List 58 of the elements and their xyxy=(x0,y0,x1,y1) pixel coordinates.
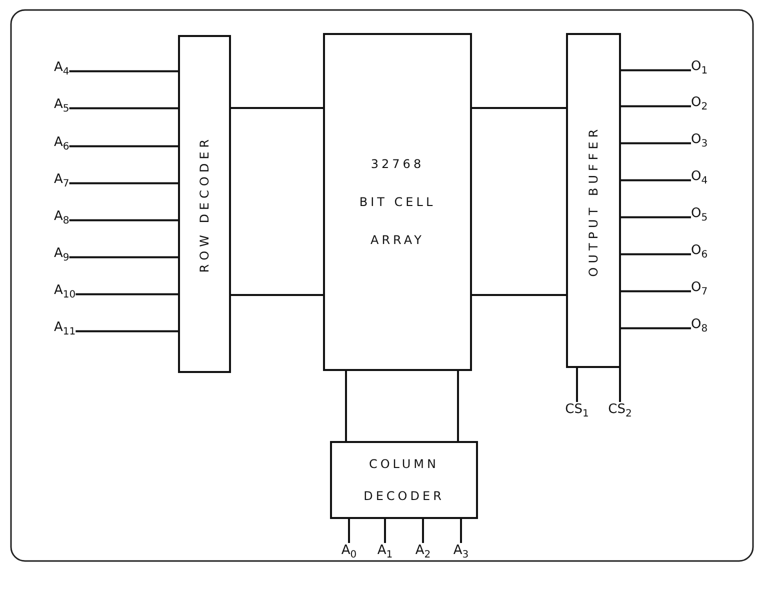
signal-label: A$_{11}$ xyxy=(54,320,76,341)
connection-line xyxy=(621,179,691,182)
connection-line xyxy=(576,368,578,402)
connection-line xyxy=(621,105,691,108)
signal-label: A$_{8}$ xyxy=(54,209,70,230)
connection-line xyxy=(460,519,462,543)
connection-line xyxy=(231,107,323,109)
signal-label: O$_{1}$ xyxy=(691,59,708,80)
connection-line xyxy=(472,107,566,109)
connection-line xyxy=(457,371,459,441)
connection-line xyxy=(69,182,178,184)
connection-line xyxy=(345,371,347,441)
block-label: 32768 BIT CELL ARRAY xyxy=(358,156,437,249)
decoder-block xyxy=(330,441,478,519)
signal-label: O$_{6}$ xyxy=(691,243,708,264)
signal-label: O$_{3}$ xyxy=(691,132,708,153)
signal-label: A$_{10}$ xyxy=(54,283,76,304)
block-label: ROW DECODER xyxy=(198,135,212,273)
decoder-block xyxy=(178,35,231,373)
connection-line xyxy=(69,70,178,72)
signal-label: O$_{7}$ xyxy=(691,280,708,301)
block-label: OUTPUT BUFFER xyxy=(586,124,600,276)
connection-line xyxy=(76,293,178,296)
connection-line xyxy=(422,519,424,543)
connection-line xyxy=(69,219,178,222)
connection-line xyxy=(69,256,178,258)
signal-label: A$_{3}$ xyxy=(453,543,469,564)
connection-line xyxy=(621,290,691,292)
connection-line xyxy=(69,107,178,110)
signal-label: CS$_{2}$ xyxy=(608,402,632,423)
block-label: COLUMN DECODER xyxy=(362,456,446,505)
connection-line xyxy=(621,253,691,256)
signal-label: A$_{7}$ xyxy=(54,172,70,193)
signal-label: A$_{4}$ xyxy=(54,60,70,81)
connection-line xyxy=(348,519,350,543)
connection-line xyxy=(621,142,691,144)
connection-line xyxy=(621,327,691,330)
signal-label: A$_{1}$ xyxy=(377,543,393,564)
connection-line xyxy=(231,294,323,296)
connection-line xyxy=(69,145,178,148)
signal-label: A$_{5}$ xyxy=(54,97,70,118)
connection-line xyxy=(472,294,566,296)
signal-label: O$_{5}$ xyxy=(691,206,708,227)
buffer-block xyxy=(566,33,621,368)
signal-label: A$_{6}$ xyxy=(54,135,70,156)
connection-line xyxy=(76,330,178,332)
connection-line xyxy=(384,519,386,543)
signal-label: O$_{4}$ xyxy=(691,169,708,190)
connection-line xyxy=(621,69,691,72)
signal-label: CS$_{1}$ xyxy=(565,402,589,423)
signal-label: A$_{9}$ xyxy=(54,246,70,267)
signal-label: O$_{2}$ xyxy=(691,95,708,116)
signal-label: A$_{2}$ xyxy=(415,543,431,564)
connection-line xyxy=(619,368,621,402)
memory-array-block xyxy=(323,33,472,371)
signal-label: O$_{8}$ xyxy=(691,317,708,338)
connection-line xyxy=(621,216,691,218)
signal-label: A$_{0}$ xyxy=(341,543,357,564)
